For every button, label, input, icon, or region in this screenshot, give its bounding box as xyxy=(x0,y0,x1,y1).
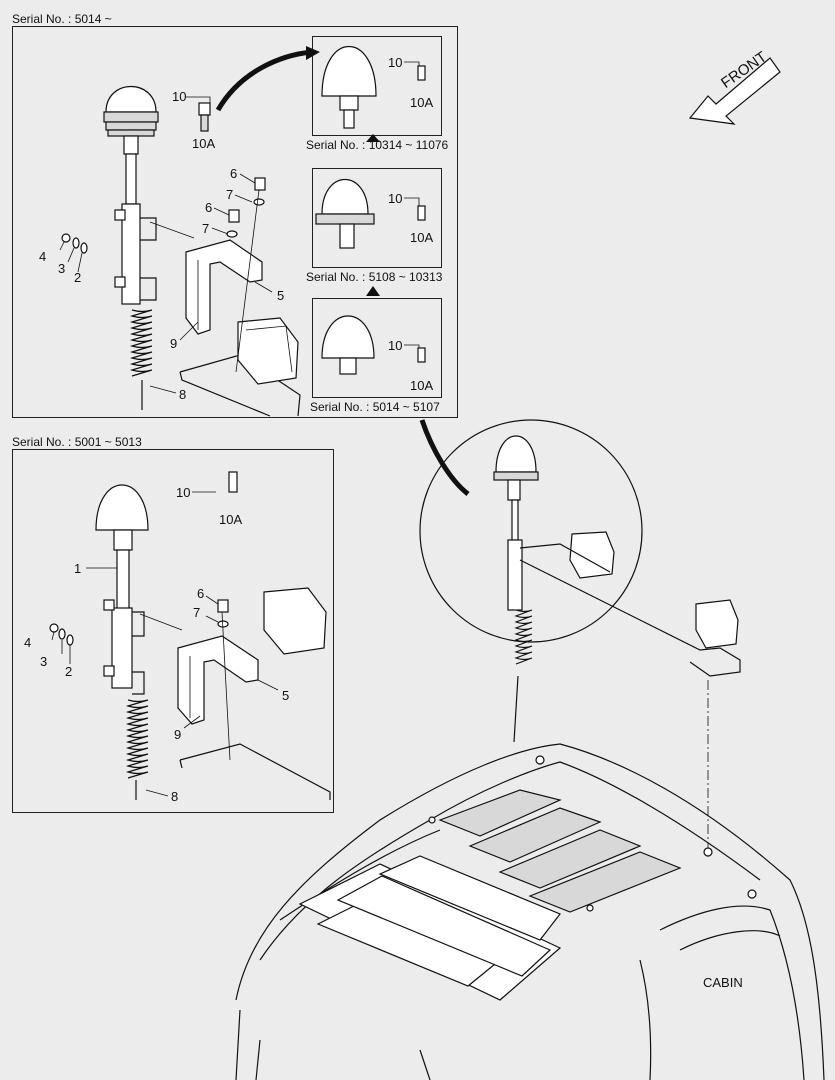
top-callout-5: 5 xyxy=(277,288,285,303)
bottom-callout-5: 5 xyxy=(282,688,290,703)
top-callout-6b: 6 xyxy=(205,200,213,215)
work-light-icon xyxy=(237,317,299,385)
top-callout-7b: 7 xyxy=(202,221,210,236)
top-callout-2: 2 xyxy=(74,270,82,285)
top-bracket xyxy=(185,239,263,335)
top-callout-10: 10 xyxy=(172,89,187,104)
top-beacon-assembly xyxy=(103,86,195,410)
inset-1-serial: Serial No. : 10314 ~ 11076 xyxy=(306,138,449,152)
bottom-callout-10: 10 xyxy=(176,485,191,500)
serial-label-mid: Serial No. : 5001 ~ 5013 xyxy=(12,435,142,449)
bottom-callout-6: 6 xyxy=(197,586,205,601)
bottom-callout-10a: 10A xyxy=(219,512,243,527)
bottom-callout-8: 8 xyxy=(171,789,179,804)
beacon-lamp-icon xyxy=(105,86,157,113)
bottom-callout-2: 2 xyxy=(65,664,73,679)
circle-assembly xyxy=(493,435,741,743)
inset-3-sub: 10A xyxy=(410,378,434,393)
top-leader-lines xyxy=(59,96,273,394)
top-fasteners xyxy=(61,177,266,373)
top-callout-4: 4 xyxy=(39,249,47,264)
top-base-plate xyxy=(179,317,301,417)
bottom-callout-1: 1 xyxy=(74,561,82,576)
bottom-callout-4: 4 xyxy=(24,635,32,650)
front-arrow-icon xyxy=(688,57,781,125)
inset-3-part: 10 xyxy=(388,338,403,353)
inset-1-sub: 10A xyxy=(410,95,434,110)
beacon-lamp-icon xyxy=(321,45,377,97)
top-callout-9: 9 xyxy=(170,336,178,351)
inset-2-part: 10 xyxy=(388,191,403,206)
bottom-callout-3: 3 xyxy=(40,654,48,669)
inset-art-2 xyxy=(315,178,426,296)
bottom-bracket xyxy=(49,471,331,800)
inset-art-3 xyxy=(321,315,426,375)
inset-art-1 xyxy=(321,45,426,142)
top-callout-6a: 6 xyxy=(230,166,238,181)
top-callout-8: 8 xyxy=(179,387,187,402)
bottom-leader-lines xyxy=(51,491,279,797)
inset-2-serial: Serial No. : 5108 ~ 10313 xyxy=(306,270,443,284)
triangle-marker-icon xyxy=(366,134,380,142)
inset-1-part: 10 xyxy=(388,55,403,70)
bottom-beacon-assembly xyxy=(95,484,183,800)
top-callout-10a: 10A xyxy=(192,136,216,151)
bottom-callout-9: 9 xyxy=(174,727,182,742)
triangle-marker-icon xyxy=(366,286,380,296)
bottom-callout-7: 7 xyxy=(193,605,201,620)
inset-3-serial: Serial No. : 5014 ~ 5107 xyxy=(310,400,440,414)
inset-2-sub: 10A xyxy=(410,230,434,245)
serial-label-top: Serial No. : 5014 ~ xyxy=(12,12,112,26)
top-callout-3: 3 xyxy=(58,261,66,276)
cabin-label: CABIN xyxy=(703,975,743,990)
top-callout-7a: 7 xyxy=(226,187,234,202)
bulb-icon xyxy=(198,102,211,132)
magnified-view-circle xyxy=(419,419,643,643)
cabin-roof xyxy=(235,743,825,1080)
